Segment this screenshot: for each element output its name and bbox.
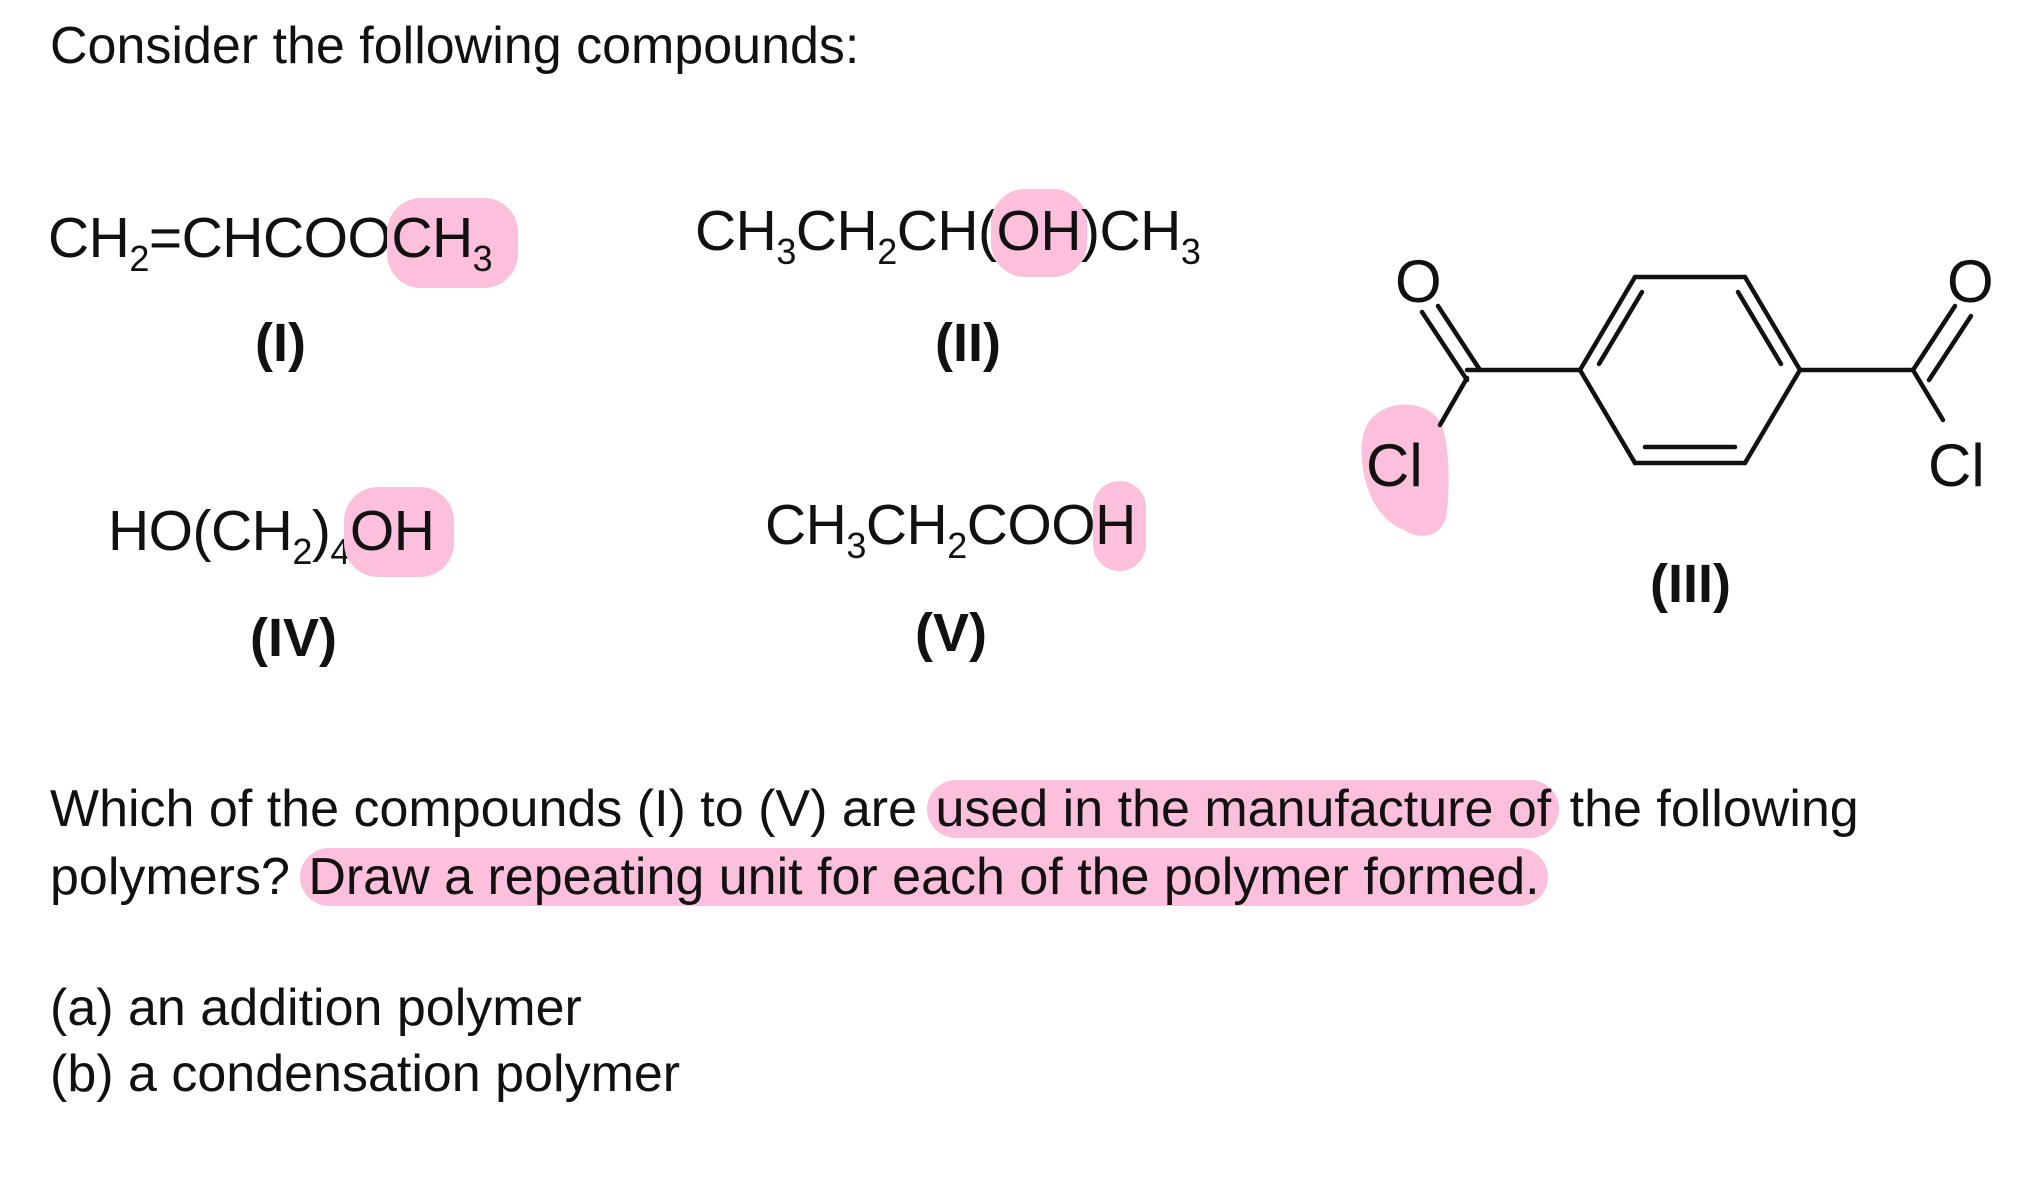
highlight-terminal-hydroxyl: OH: [343, 487, 455, 577]
compound-4-formula: HO(CH2)4OH: [108, 487, 455, 577]
question-text: Which of the compounds (I) to (V) are us…: [50, 775, 1859, 911]
compound-5-label: (V): [915, 603, 987, 663]
atom-o-left: O: [1395, 248, 1442, 315]
highlight-left-chlorine: [1361, 404, 1449, 536]
highlight-draw-repeating-unit: Draw a repeating unit for each of the po…: [300, 848, 1548, 906]
compound-4-label: (IV): [250, 608, 337, 668]
answer-options: (a) an addition polymer (b) a condensati…: [50, 975, 680, 1107]
intro-text: Consider the following compounds:: [50, 17, 860, 75]
option-a: (a) an addition polymer: [50, 979, 582, 1037]
question-line-2: polymers? Draw a repeating unit for each…: [50, 843, 1859, 911]
compound-1-formula: CH2=CHCOOCH3: [48, 198, 519, 288]
highlight-acid-hydrogen: H: [1093, 481, 1146, 571]
highlight-hydroxyl: OH: [990, 189, 1088, 277]
question-line-1: Which of the compounds (I) to (V) are us…: [50, 780, 1859, 838]
option-b: (b) a condensation polymer: [50, 1045, 681, 1103]
highlight-manufacture: used in the manufacture of: [927, 780, 1560, 838]
highlight-methyl: CH3: [387, 198, 519, 288]
compound-2-label: (II): [935, 313, 1001, 373]
bond-lines: [1419, 274, 1974, 466]
compound-3-structure: O O Cl Cl: [1361, 248, 1994, 536]
atom-cl-right: Cl: [1928, 432, 1985, 499]
atom-cl-left: Cl: [1366, 432, 1423, 499]
compound-3-label: (III): [1650, 554, 1731, 614]
compound-5-formula: CH3CH2COOH: [765, 481, 1146, 571]
atom-o-right: O: [1947, 248, 1994, 315]
compound-1-label: (I): [255, 313, 306, 373]
compound-2-formula: CH3CH2CH(OH)CH3: [695, 189, 1201, 277]
